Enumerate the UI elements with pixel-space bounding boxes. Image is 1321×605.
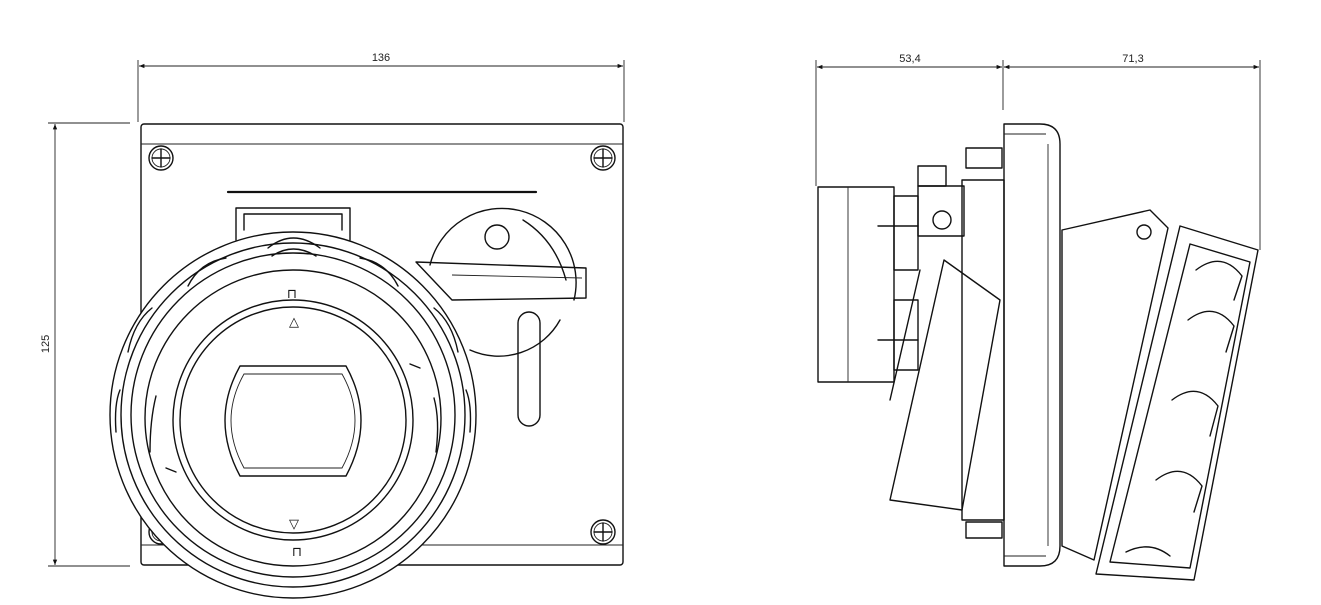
connector-terminals — [877, 165, 965, 371]
side-view: 53,4 71,3 — [815, 53, 1261, 581]
socket — [109, 231, 477, 599]
switch-knob — [415, 207, 587, 427]
height-dimension: 125 — [40, 122, 130, 567]
arrow-up-icon: △ — [289, 315, 299, 330]
side-plate — [1003, 123, 1061, 567]
socket-body — [889, 147, 1005, 539]
socket-latch — [235, 207, 351, 241]
lock-open-icon: ⊓ — [287, 287, 297, 302]
screw-icon — [590, 145, 616, 171]
arrow-down-icon: ▽ — [289, 517, 299, 532]
socket-window — [224, 365, 362, 477]
depth-rear-label: 53,4 — [899, 53, 920, 65]
width-dimension: 136 — [137, 52, 625, 122]
front-view: 136 125 — [40, 52, 625, 599]
socket-cap — [1061, 209, 1259, 581]
width-label: 136 — [372, 52, 390, 64]
rear-housing — [817, 186, 895, 383]
lock-closed-icon: ⊓ — [292, 545, 302, 560]
screw-icon — [590, 519, 616, 545]
height-label: 125 — [40, 335, 52, 353]
screw-icon — [148, 145, 174, 171]
depth-front-label: 71,3 — [1122, 53, 1143, 65]
depth-dimensions: 53,4 71,3 — [815, 53, 1261, 250]
